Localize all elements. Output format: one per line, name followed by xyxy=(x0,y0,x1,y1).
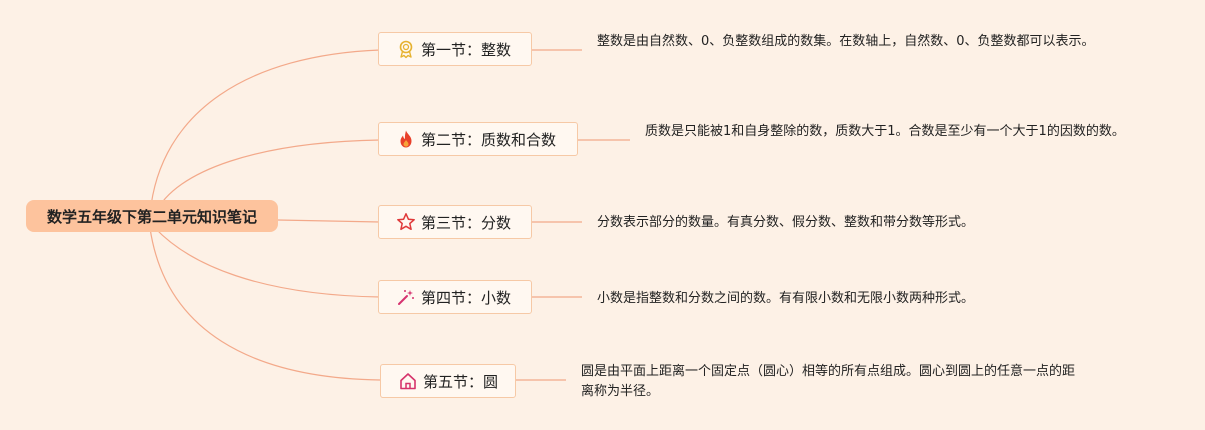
section-5-label: 第五节：圆 xyxy=(423,372,499,391)
connector-root-section-4 xyxy=(154,227,381,298)
section-3-note: 分数表示部分的数量。有真分数、假分数、整数和带分数等形式。 xyxy=(597,215,975,230)
section-1-note: 整数是由自然数、0、负整数组成的数集。在数轴上，自然数、0、负整数都可以表示。 xyxy=(597,34,1095,49)
root-topic-label: 数学五年级下第二单元知识笔记 xyxy=(46,207,257,226)
section-4-note: 小数是指整数和分数之间的数。有有限小数和无限小数两种形式。 xyxy=(597,291,975,306)
section-3-node[interactable]: 第三节：分数 xyxy=(378,205,532,239)
connector-root-section-2 xyxy=(154,139,381,215)
home-icon xyxy=(397,370,419,392)
section-5-note: 圆是由平面上距离一个固定点（圆心）相等的所有点组成。圆心到圆上的任意一点的距离称… xyxy=(581,364,1076,399)
connector-root-section-1 xyxy=(149,49,381,215)
section-2-node[interactable]: 第二节：质数和合数 xyxy=(378,122,578,156)
section-3-label: 第三节：分数 xyxy=(421,213,512,232)
award-ribbon-icon xyxy=(395,38,417,60)
star-outline-icon xyxy=(395,211,417,233)
section-5-node[interactable]: 第五节：圆 xyxy=(380,364,516,398)
magic-wand-icon xyxy=(395,286,417,308)
section-2-label: 第二节：质数和合数 xyxy=(421,130,557,149)
section-2-note: 质数是只能被1和自身整除的数，质数大于1。合数是至少有一个大于1的因数的数。 xyxy=(645,124,1125,139)
section-4-node[interactable]: 第四节：小数 xyxy=(378,280,532,314)
section-4-label: 第四节：小数 xyxy=(421,288,512,307)
connector-root-section-5 xyxy=(149,227,381,381)
section-1-label: 第一节：整数 xyxy=(421,40,512,59)
root-topic[interactable]: 数学五年级下第二单元知识笔记 xyxy=(26,200,278,232)
fire-icon xyxy=(395,128,417,150)
connector-root-section-3 xyxy=(277,219,381,223)
section-1-node[interactable]: 第一节：整数 xyxy=(378,32,532,66)
